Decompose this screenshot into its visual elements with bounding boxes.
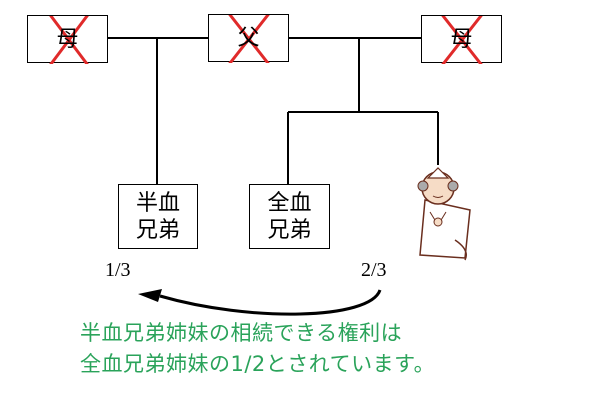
explanation-note: 半血兄弟姉妹の相続できる権利は 全血兄弟姉妹の1/2とされています。 <box>80 318 435 380</box>
full-sibling-box: 全血 兄弟 <box>249 184 330 249</box>
father-label: 父 <box>237 25 260 51</box>
mother-left-label: 母 <box>56 26 79 52</box>
cross-icon <box>49 16 89 64</box>
deceased-person-icon <box>417 167 471 261</box>
mother-right-label: 母 <box>450 26 473 52</box>
half-share-label: 1/3 <box>105 259 131 281</box>
full-share-label: 2/3 <box>361 259 387 281</box>
transfer-arrow <box>159 289 382 316</box>
full-sibling-label-1: 全血 <box>267 190 312 216</box>
cross-icon <box>441 16 483 64</box>
mother-left-box: 母 <box>27 15 108 64</box>
half-sibling-box: 半血 兄弟 <box>118 184 198 249</box>
arrow-head-icon <box>138 289 162 302</box>
father-box: 父 <box>208 14 289 63</box>
full-sibling-label-2: 兄弟 <box>267 217 312 243</box>
half-sibling-label-2: 兄弟 <box>135 217 180 243</box>
cross-icon <box>228 15 270 63</box>
note-line-2: 全血兄弟姉妹の1/2とされています。 <box>80 352 436 376</box>
note-line-1: 半血兄弟姉妹の相続できる権利は <box>80 321 403 345</box>
half-sibling-label-1: 半血 <box>135 190 180 216</box>
mother-right-box: 母 <box>421 15 502 64</box>
